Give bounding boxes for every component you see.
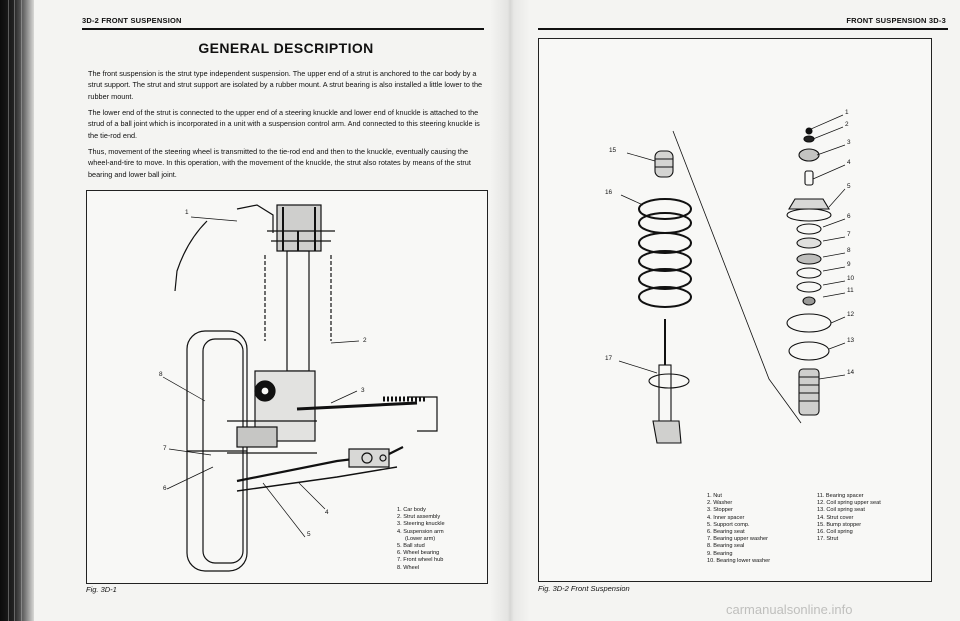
left-page: GENERAL DESCRIPTION The front suspension…: [82, 0, 490, 621]
callout-2: 2: [845, 121, 849, 128]
callout-11: 11: [847, 287, 854, 294]
callout-4: 4: [847, 159, 851, 166]
callout-16: 16: [605, 189, 613, 196]
book-spine: [0, 0, 34, 621]
callout-8: 8: [847, 247, 851, 254]
callout-17: 17: [605, 355, 613, 362]
callout-3: 3: [847, 139, 851, 146]
callout-9: 9: [847, 261, 851, 268]
legend-item: 4. Suspension arm: [397, 528, 444, 535]
legend-item: 11. Bearing spacer: [817, 493, 864, 499]
legend-item: 13. Coil spring seat: [817, 507, 865, 514]
legend-item: 16. Coil spring: [817, 529, 853, 536]
legend-item: 9. Bearing: [707, 550, 733, 557]
figure-3d-2-legend-col2: 11. Bearing spacer 12. Coil spring upper…: [817, 493, 881, 543]
callout-1: 1: [185, 209, 189, 216]
legend-item: 12. Coil spring upper seat: [817, 500, 881, 507]
paragraph-2: The lower end of the strut is connected …: [88, 108, 480, 140]
legend-item: 5. Support comp.: [707, 521, 750, 528]
legend-item: 1. Car body: [397, 507, 426, 513]
legend-item: 10. Bearing lower washer: [707, 557, 771, 564]
paragraph-1: The front suspension is the strut type i…: [88, 69, 483, 101]
watermark: carmanualsonline.info: [726, 602, 853, 617]
callout-15: 15: [609, 147, 617, 154]
callout-8: 8: [159, 371, 163, 378]
callout-6: 6: [847, 213, 851, 220]
figure-3d-1: 1 2 3 4 5 6 7 8 1. Car body 2. Strut ass…: [86, 190, 488, 584]
figure-3d-2-caption: Fig. 3D-2 Front Suspension: [538, 584, 630, 593]
legend-item: 5. Ball stud: [397, 543, 425, 550]
callout-7: 7: [163, 445, 167, 452]
legend-item: 1. Nut: [707, 493, 722, 499]
left-page-header: 3D-2 FRONT SUSPENSION: [82, 16, 182, 25]
figure-3d-2-legend-col1: 1. Nut 2. Washer 3. Stopper 4. Inner spa…: [707, 493, 770, 565]
callout-13: 13: [847, 337, 855, 344]
figure-3d-2: 1 2 3 4 5 6 7 8 9 10 11 12 13 14 15 16 1…: [538, 38, 932, 582]
callout-12: 12: [847, 311, 855, 318]
legend-item: 17. Strut: [817, 536, 839, 543]
right-page-header: FRONT SUSPENSION 3D-3: [846, 16, 946, 25]
right-header-rule: [538, 28, 948, 30]
legend-item: 15. Bump stopper: [817, 521, 862, 528]
callout-10: 10: [847, 275, 855, 282]
legend-item: 7. Bearing upper washer: [707, 536, 768, 543]
legend-item: 6. Wheel bearing: [397, 550, 440, 557]
callout-14: 14: [847, 369, 855, 376]
legend-item: 4. Inner spacer: [707, 514, 745, 521]
callout-3: 3: [361, 387, 365, 394]
callout-5: 5: [307, 531, 311, 538]
strut-assembly-drawing: [162, 204, 438, 572]
figure-3d-1-legend: 1. Car body 2. Strut assembly 3. Steerin…: [397, 507, 445, 572]
legend-item: 2. Strut assembly: [397, 514, 441, 521]
callout-1: 1: [845, 109, 849, 116]
callout-4: 4: [325, 509, 329, 516]
legend-item: 8. Bearing seal: [707, 543, 745, 550]
paragraph-3: Thus, movement of the steering wheel is …: [88, 147, 471, 179]
left-header-rule: [82, 28, 484, 30]
book-gutter: [490, 0, 530, 621]
legend-item: 3. Steering knuckle: [397, 521, 445, 528]
legend-item: 3. Stopper: [707, 507, 733, 514]
legend-item: 6. Bearing seat: [707, 529, 745, 536]
legend-item: (Lower arm): [405, 535, 436, 542]
exploded-strut-drawing: [618, 114, 846, 444]
figure-3d-1-caption: Fig. 3D-1: [86, 585, 117, 594]
legend-item: 14. Strut cover: [817, 514, 854, 521]
callout-5: 5: [847, 183, 851, 190]
callout-2: 2: [363, 337, 367, 344]
legend-item: 2. Washer: [707, 500, 733, 507]
callout-7: 7: [847, 231, 851, 238]
legend-item: 7. Front wheel hub: [397, 557, 444, 564]
callout-6: 6: [163, 485, 167, 492]
page-title: GENERAL DESCRIPTION: [198, 40, 374, 56]
legend-item: 8. Wheel: [397, 564, 420, 571]
